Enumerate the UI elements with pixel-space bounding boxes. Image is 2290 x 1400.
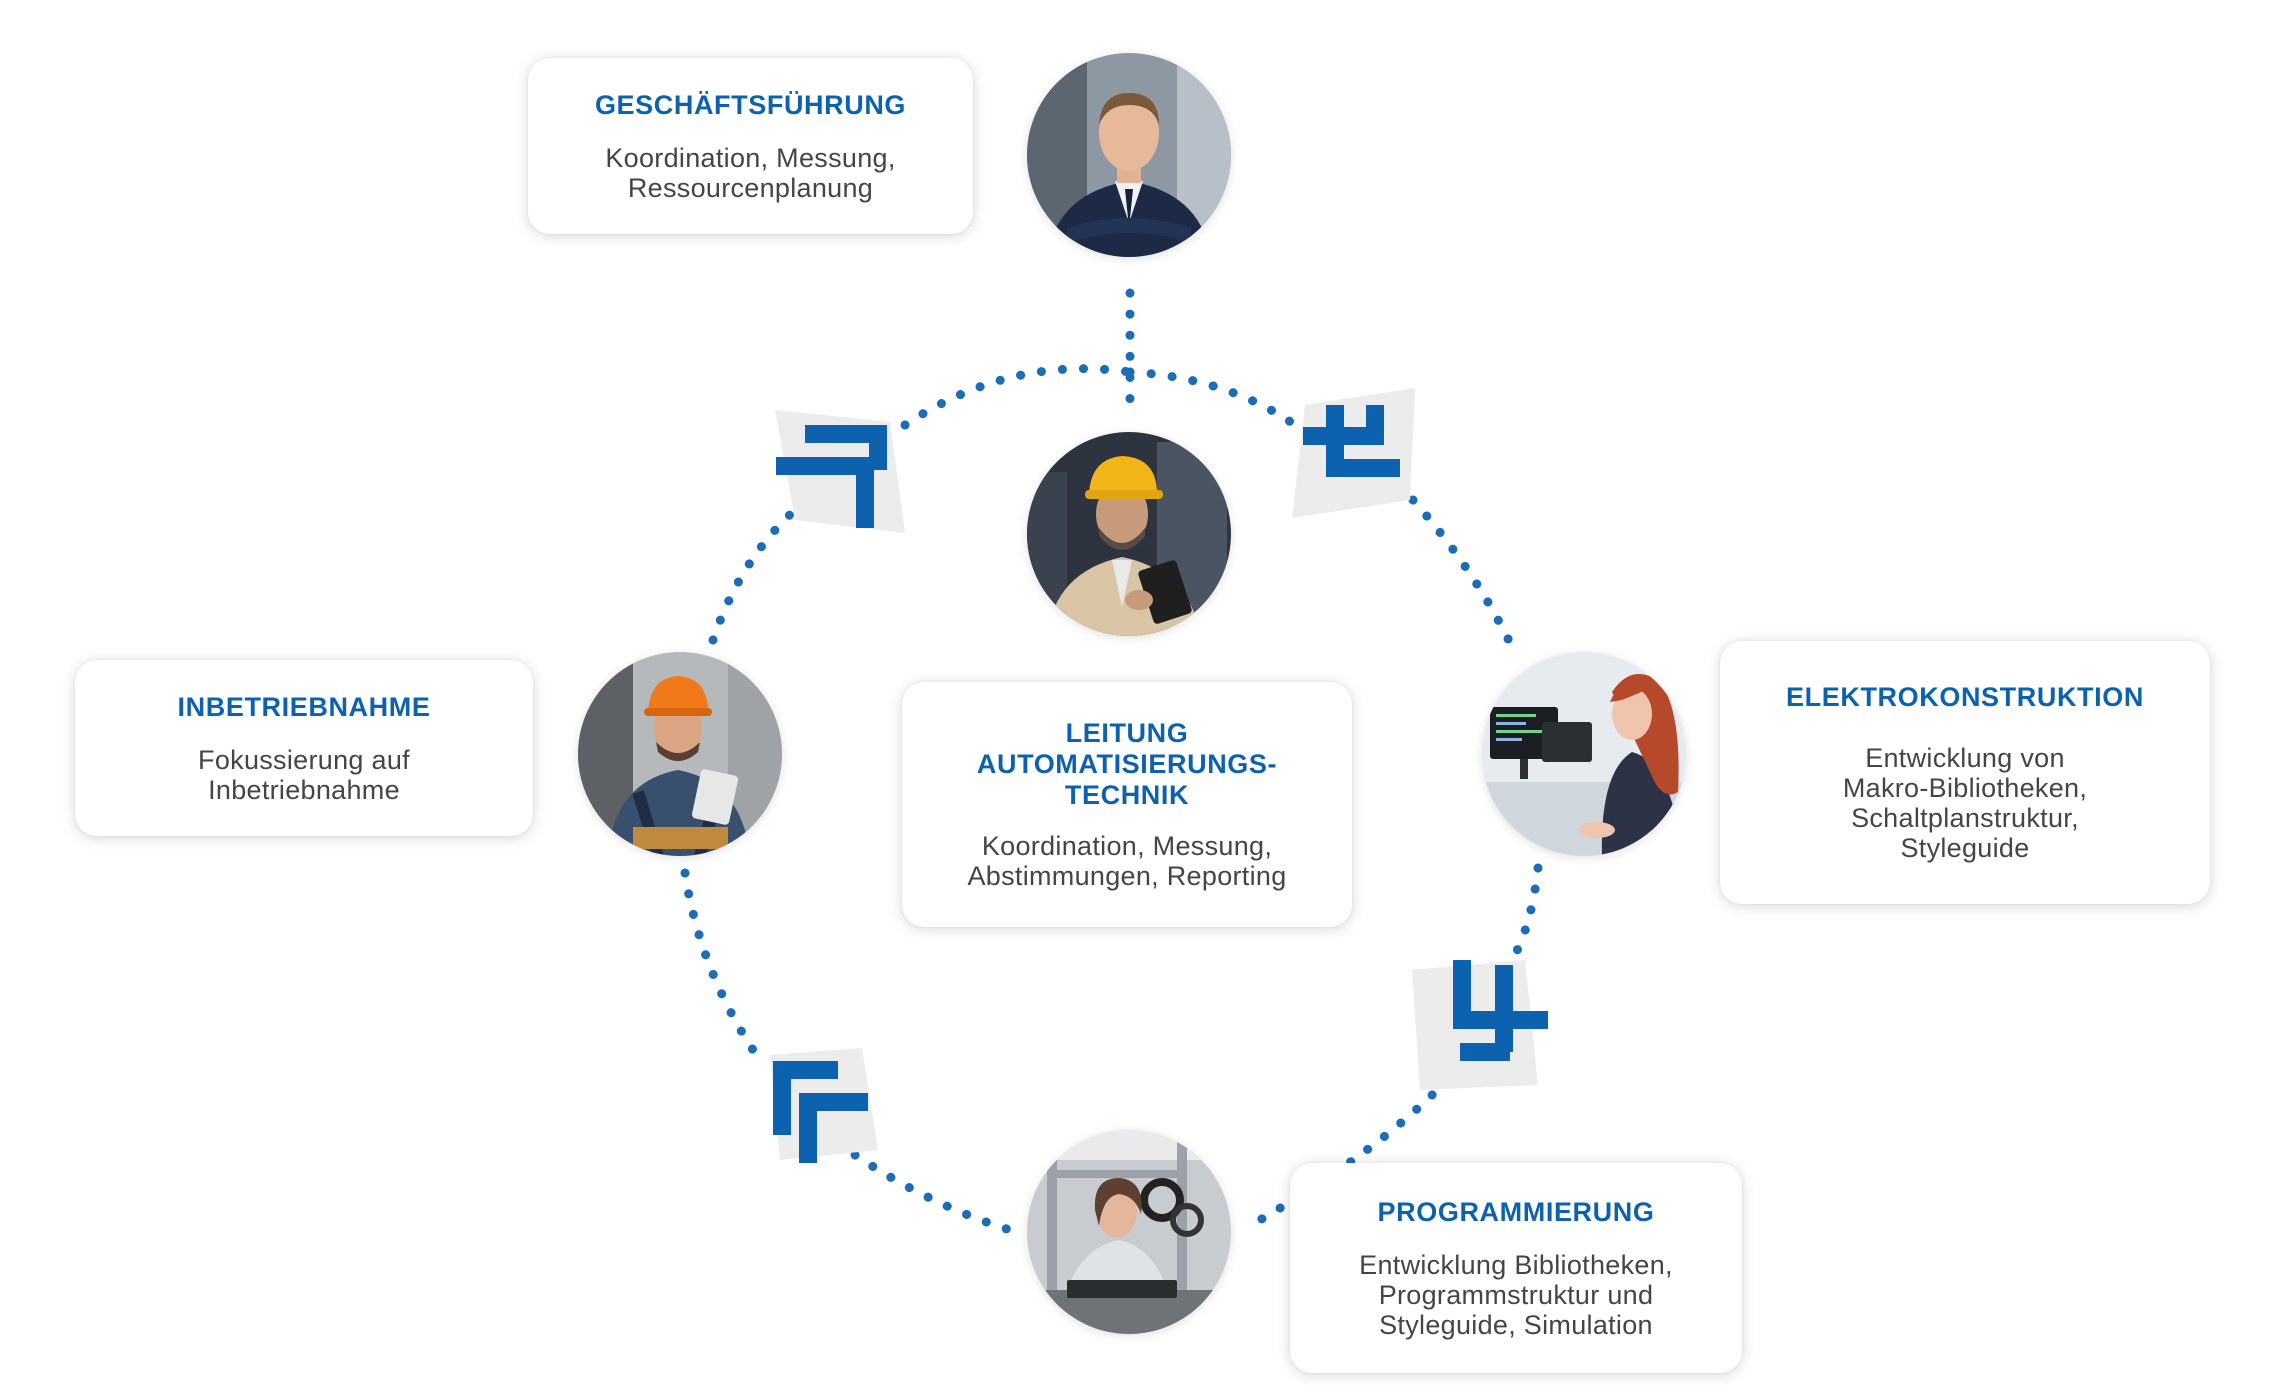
card-elektrokonstruktion: ELEKTROKONSTRUKTION Entwicklung von Makr…	[1720, 641, 2210, 904]
dotted-line-right-lower	[1497, 863, 1543, 980]
dotted-line-bottom-left	[850, 1150, 1015, 1235]
card-inbetriebnahme: INBETRIEBNAHME Fokussierung auf Inbetrie…	[75, 660, 533, 836]
electrical-engineer-at-computer-photo	[1482, 652, 1686, 856]
card-title: LEITUNG AUTOMATISIERUNGS- TECHNIK	[977, 718, 1277, 811]
card-title: ELEKTROKONSTRUKTION	[1786, 682, 2144, 712]
card-text-line: Styleguide	[1900, 833, 2030, 863]
dotted-line-left-lower	[680, 868, 760, 1058]
card-text-line: Entwicklung von	[1865, 743, 2065, 773]
card-text-line: Fokussierung auf	[198, 744, 410, 775]
card-leitung-automatisierungstechnik: LEITUNG AUTOMATISIERUNGS- TECHNIK Koordi…	[902, 682, 1352, 927]
dotted-line-left-upper	[708, 505, 800, 645]
arrow-chevron-top-left-icon	[770, 1048, 878, 1163]
card-text-line: Koordination, Messung,	[981, 831, 1273, 861]
dotted-line-top-left	[900, 364, 1135, 430]
card-title: INBETRIEBNAHME	[177, 691, 431, 722]
card-text-line: Abstimmungen, Reporting	[967, 861, 1287, 891]
programmer-at-workbench-photo	[1027, 1130, 1231, 1334]
dotted-line-right-upper	[1408, 495, 1517, 652]
card-text-line: Koordination, Messung,	[605, 142, 896, 173]
arrow-chevron-bottom-right-icon	[1292, 388, 1415, 518]
card-text-line: Ressourcenplanung	[627, 172, 874, 203]
card-title-line: AUTOMATISIERUNGS-	[976, 749, 1278, 779]
card-text-line: Programmstruktur und	[1378, 1279, 1654, 1310]
commissioning-technician-photo	[578, 652, 782, 856]
card-text-line: Schaltplanstruktur,	[1851, 803, 2079, 833]
card-title-line: TECHNIK	[1064, 780, 1190, 810]
card-text-line: Entwicklung Bibliotheken,	[1359, 1249, 1673, 1280]
card-text-line: Inbetriebnahme	[208, 774, 400, 805]
arrow-chevron-bottom-left-icon	[1412, 960, 1548, 1090]
executive-portrait-photo	[1027, 53, 1231, 257]
card-title: GESCHÄFTSFÜHRUNG	[594, 89, 907, 120]
card-text-line: Styleguide, Simulation	[1379, 1309, 1653, 1340]
card-title: PROGRAMMIERUNG	[1377, 1196, 1655, 1227]
dotted-line-bottom-right	[1255, 1075, 1452, 1225]
engineer-hardhat-tablet-photo	[1027, 432, 1231, 636]
card-title-line: LEITUNG	[1065, 718, 1189, 748]
card-text-line: Makro-Bibliotheken,	[1842, 773, 2088, 803]
arrow-chevron-top-right-icon	[775, 410, 905, 533]
card-geschaeftsfuehrung: GESCHÄFTSFÜHRUNG Koordination, Messung, …	[528, 58, 973, 234]
dotted-line-top-right	[1125, 367, 1320, 445]
card-programmierung: PROGRAMMIERUNG Entwicklung Bibliotheken,…	[1290, 1163, 1742, 1373]
